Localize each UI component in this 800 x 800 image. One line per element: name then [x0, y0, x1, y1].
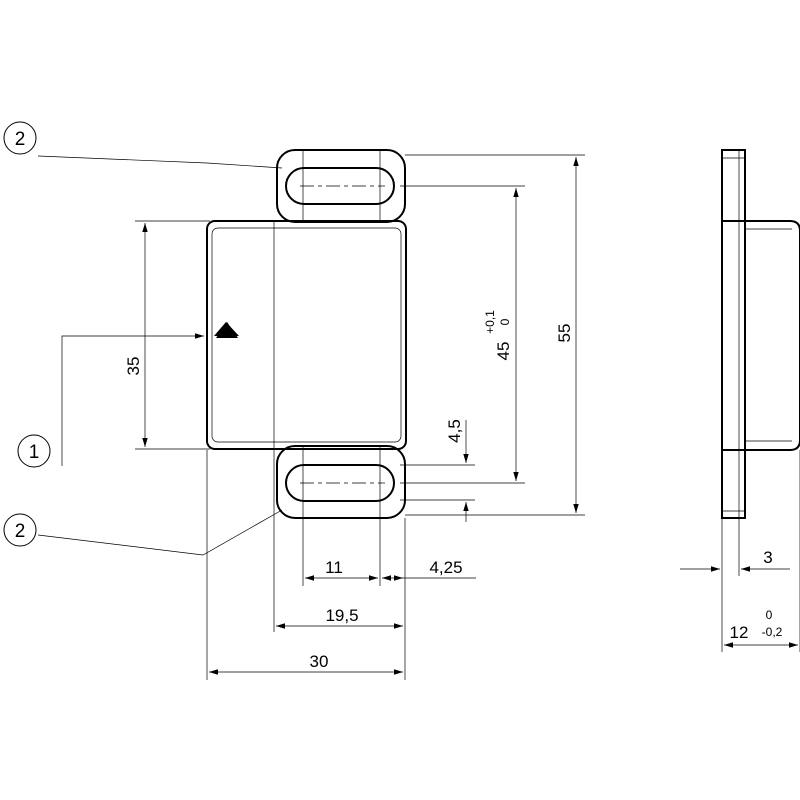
front-view [206, 149, 407, 519]
callout-2-top: 2 [3, 121, 37, 155]
bottom-slot [285, 464, 395, 502]
dim-12-label: 12 [730, 623, 749, 642]
dim-30-label: 30 [310, 652, 329, 671]
dim-19-5-label: 19,5 [325, 606, 358, 625]
dim-3-label: 3 [763, 548, 772, 567]
dim-4-25-label: 4,25 [429, 558, 462, 577]
dim-45-tol-upper: +0,1 [483, 310, 497, 334]
dim-11-label: 11 [325, 558, 343, 577]
dim-45-tol-lower: 0 [498, 318, 512, 325]
top-slot [285, 167, 395, 205]
leaders [37, 155, 283, 556]
callout-2-bottom-label: 2 [15, 521, 26, 542]
callout-2-top-label: 2 [15, 129, 26, 150]
callout-1: 1 [17, 434, 51, 468]
callout-1-label: 1 [29, 442, 40, 463]
dim-55-label: 55 [555, 324, 574, 343]
dimension-labels: 35 45 +0,1 0 55 4,5 11 4,25 19,5 30 3 12… [124, 310, 783, 671]
bottom-mounting-plate [276, 445, 406, 519]
dim-4-5-label: 4,5 [445, 419, 464, 443]
dim-35-label: 35 [124, 357, 143, 376]
dim-12-tol-upper: 0 [766, 608, 773, 622]
side-view [721, 149, 800, 519]
dim-12-tol-lower: -0,2 [762, 625, 783, 639]
dimension-lines [135, 154, 800, 680]
callout-2-bottom: 2 [3, 513, 37, 547]
top-mounting-plate [276, 149, 406, 223]
dim-45-label: 45 [494, 342, 513, 361]
magnet-body [206, 220, 407, 450]
